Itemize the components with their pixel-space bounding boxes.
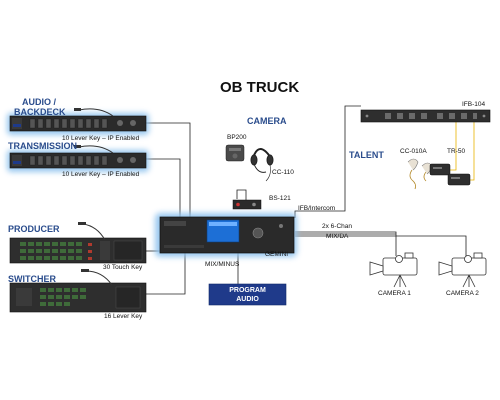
audio-panel (7, 108, 149, 135)
bs121-label: BS-121 (269, 195, 291, 202)
cc010a-label: CC-010A (400, 148, 427, 155)
mixda-label-line1: 2x 6-Chan (322, 223, 352, 230)
audio-panel-caption: 10 Lever Key – IP Enabled (62, 135, 140, 142)
mix-minus-label: MIX/MINUS (205, 261, 240, 268)
section-label-talent: TALENT (349, 150, 384, 160)
camera1-icon (369, 252, 418, 288)
program-audio-line2: AUDIO (236, 296, 259, 303)
switcher-panel (9, 269, 147, 313)
ifb104-label: IFB-104 (462, 101, 486, 108)
switcher-link-line (146, 250, 186, 295)
tr50-label: TR-50 (447, 148, 466, 155)
connection-lines (146, 105, 467, 295)
transmission-panel-caption: 10 Lever Key – IP Enabled (62, 171, 140, 178)
program-audio-box (208, 283, 287, 306)
camera1-label: CAMERA 1 (378, 290, 411, 297)
ifb-intercom-line (294, 105, 361, 218)
program-audio-line1: PROGRAM (229, 287, 266, 294)
gemini-label: GEMINI (265, 251, 289, 258)
diagram-title: OB TRUCK (220, 79, 300, 96)
producer-panel (9, 222, 147, 264)
camera2-link-line (295, 235, 467, 256)
cc110-headset (250, 148, 274, 182)
switcher-panel-caption: 16 Lever Key (104, 313, 143, 320)
section-label-producer: PRODUCER (8, 224, 60, 234)
bs121-link-line (236, 189, 247, 205)
audio-link-line (146, 122, 191, 218)
ifb-intercom-label: IFB/Intercom (298, 205, 336, 212)
bp200-label: BP200 (227, 134, 247, 141)
section-label-backdeck: BACKDECK (14, 107, 66, 117)
section-label-camera: CAMERA (247, 116, 287, 126)
producer-panel-caption: 30 Touch Key (103, 264, 143, 271)
camera2-label: CAMERA 2 (446, 290, 479, 297)
camera2-icon (438, 252, 487, 288)
transmission-panel (7, 145, 149, 172)
bp200-beltpack (225, 144, 245, 162)
bs121-beltstation (232, 199, 262, 210)
cc110-label: CC-110 (272, 169, 294, 176)
mixda-label-line2: MIX/DA (326, 233, 349, 240)
tr50-receivers (429, 163, 471, 186)
ifb104-rack (360, 109, 491, 123)
cc010a-earpieces (407, 158, 433, 175)
gemini-matrix (155, 213, 297, 257)
transmission-link-line (146, 158, 181, 228)
section-label-audio: AUDIO / (22, 97, 57, 107)
camera1-link-line (295, 231, 397, 256)
section-label-switcher: SWITCHER (8, 274, 56, 284)
section-label-transmission: TRANSMISSION (8, 141, 78, 151)
